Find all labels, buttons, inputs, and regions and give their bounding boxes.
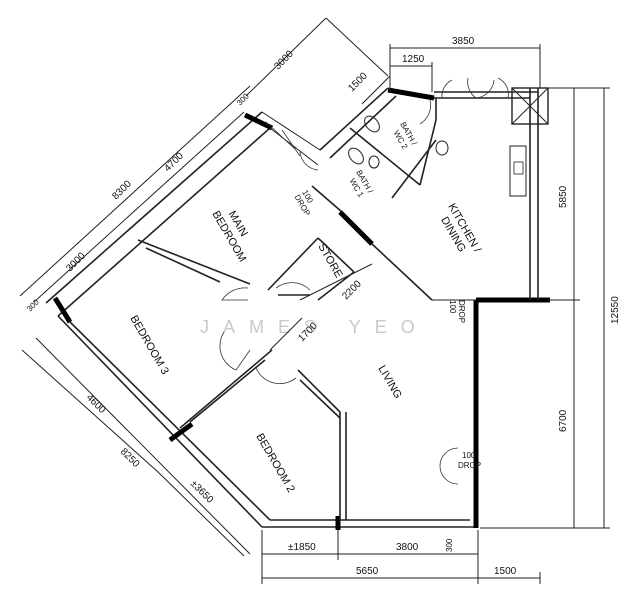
dim-line-4700 <box>139 111 245 207</box>
dim-1500-bottom: 1500 <box>494 566 517 577</box>
toilet-bath1-icon <box>348 147 364 165</box>
wall-bed2-living-inner <box>299 379 341 419</box>
dim-300-left: 300 <box>25 297 41 313</box>
dim-6700: 6700 <box>558 409 569 432</box>
door-bedroom2[interactable] <box>255 367 297 384</box>
wall-bed3-bed2 <box>179 349 273 429</box>
wall-northwest-inner <box>57 127 271 317</box>
kitchen-sink-icon <box>513 161 524 175</box>
dim-3650: ±3650 <box>188 478 216 506</box>
dim-line-1500-top <box>361 75 391 105</box>
svg-text:DROP: DROP <box>458 461 481 470</box>
dim-1250: 1250 <box>402 54 425 65</box>
kitchen-counter <box>509 145 527 197</box>
wall-southwest-inner <box>69 321 271 521</box>
dim-5650: 5650 <box>356 566 379 577</box>
dim-3850: 3850 <box>452 36 475 47</box>
wall-bath-diagonal-inner <box>329 95 397 159</box>
dim-12550: 12550 <box>610 296 621 324</box>
dim-line-3650 <box>157 471 245 557</box>
wall-balcony-inner <box>269 127 319 166</box>
label-drop-main: 100 DROP <box>292 189 315 218</box>
dim-5850: 5850 <box>558 185 569 208</box>
wall-bed3-main-inner <box>145 247 221 283</box>
wall-bath2-south <box>419 119 437 186</box>
dim-8300: 8300 <box>110 178 134 202</box>
dim-line-1700 <box>269 317 303 351</box>
label-store: STORE <box>315 242 344 281</box>
door-bath1[interactable] <box>299 151 319 171</box>
toilet-bath2-icon <box>364 115 380 133</box>
wall-bed3-bed2-inner <box>189 359 266 423</box>
dim-300-bottom: 300 <box>445 538 454 552</box>
column-west <box>52 296 73 324</box>
column-southwest <box>168 421 194 443</box>
door-main-bedroom[interactable] <box>221 287 249 301</box>
wall-main-bath-column <box>338 210 374 246</box>
door-kitchen-service[interactable] <box>441 77 509 99</box>
door-living-utility[interactable] <box>439 447 459 485</box>
dim-line-4600 <box>21 349 159 473</box>
svg-text:DROP: DROP <box>457 300 466 323</box>
wall-bath-diagonal-outer <box>319 87 389 151</box>
dim-3800: 3800 <box>396 542 419 553</box>
wall-bath-diag2 <box>391 139 437 199</box>
dim-1500-top: 1500 <box>346 70 370 94</box>
dim-line-8300 <box>19 85 251 297</box>
dim-line-3000-top-b <box>325 17 389 77</box>
column-north <box>243 112 274 131</box>
door-bedroom3[interactable] <box>219 331 251 371</box>
door-bath2[interactable] <box>419 99 431 125</box>
label-bedroom2: BEDROOM 2 <box>253 432 296 495</box>
dim-4700: 4700 <box>162 150 186 174</box>
label-drop-living-top: 100 DROP <box>448 300 466 323</box>
shelter-x2 <box>511 87 549 125</box>
wall-store-west <box>267 237 319 291</box>
basin-bath2-icon <box>435 140 449 156</box>
basin-bath1-icon <box>368 155 380 169</box>
dim-line-2200 <box>299 263 373 301</box>
wall-balcony-edge <box>261 111 321 151</box>
wall-main-bath <box>311 185 343 213</box>
dim-line-8250 <box>35 337 251 555</box>
wall-southwest-outer <box>57 315 263 528</box>
label-main-bedroom: MAIN BEDROOM <box>209 209 249 264</box>
dim-line-3000-left <box>33 205 141 303</box>
label-kitchen: KITCHEN / DINING <box>438 202 483 256</box>
label-drop-living-bottom: 100 DROP <box>458 451 481 470</box>
wall-kitchen-living <box>371 243 433 301</box>
wall-bed3-main <box>137 239 251 285</box>
dim-1850: ±1850 <box>288 542 316 553</box>
dim-8250: 8250 <box>118 446 142 470</box>
dim-line-3000-top <box>245 17 327 97</box>
label-bath2: BATH / WC 2 <box>392 121 419 152</box>
dim-3000-left: 3000 <box>64 250 88 274</box>
label-bath1: BATH / WC 1 <box>348 169 375 200</box>
wall-north-bath <box>387 87 435 101</box>
dim-2200: 2200 <box>340 278 364 302</box>
wall-store-north <box>317 237 355 273</box>
door-store[interactable] <box>275 282 311 291</box>
wall-bed2-living <box>297 369 341 413</box>
dim-3000-top: 3000 <box>272 48 296 72</box>
kitchen-bomb-shelter <box>511 87 549 125</box>
wall-northwest-outer <box>45 111 263 304</box>
watermark: JAMES YEO <box>200 317 429 337</box>
label-bedroom3: BEDROOM 3 <box>127 314 170 377</box>
dim-4600: 4600 <box>84 392 108 416</box>
label-living: LIVING <box>375 364 403 401</box>
svg-text:100: 100 <box>448 300 457 314</box>
balcony-door[interactable] <box>265 121 301 157</box>
svg-text:100: 100 <box>462 451 476 460</box>
wall-store-east <box>317 271 355 301</box>
